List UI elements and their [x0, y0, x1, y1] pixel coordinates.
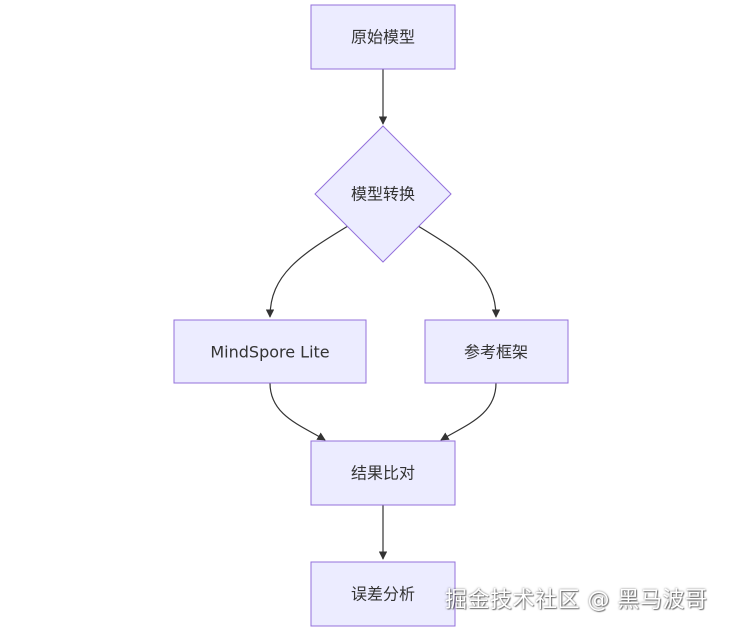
node-model-conversion-label: 模型转换	[351, 185, 415, 204]
watermark: 掘金技术社区 @ 黑马波哥	[445, 588, 708, 613]
edge-reference-to-result	[440, 382, 497, 441]
node-model-conversion: 模型转换	[314, 125, 452, 263]
node-error-analysis: 误差分析	[310, 561, 456, 627]
node-original-model-label: 原始模型	[351, 28, 415, 47]
node-original-model: 原始模型	[310, 4, 456, 70]
node-mindspore-lite-label: MindSpore Lite	[210, 343, 329, 362]
node-result-comparison: 结果比对	[310, 440, 456, 506]
edge-mindspore-to-result	[269, 382, 326, 441]
edge-conversion-to-mindspore	[265, 225, 349, 318]
node-reference-framework-label: 参考框架	[464, 343, 528, 362]
node-error-analysis-label: 误差分析	[351, 585, 415, 604]
edge-conversion-to-reference	[417, 225, 501, 318]
node-result-comparison-label: 结果比对	[351, 464, 415, 483]
node-reference-framework: 参考框架	[424, 319, 569, 384]
node-mindspore-lite: MindSpore Lite	[173, 319, 367, 384]
